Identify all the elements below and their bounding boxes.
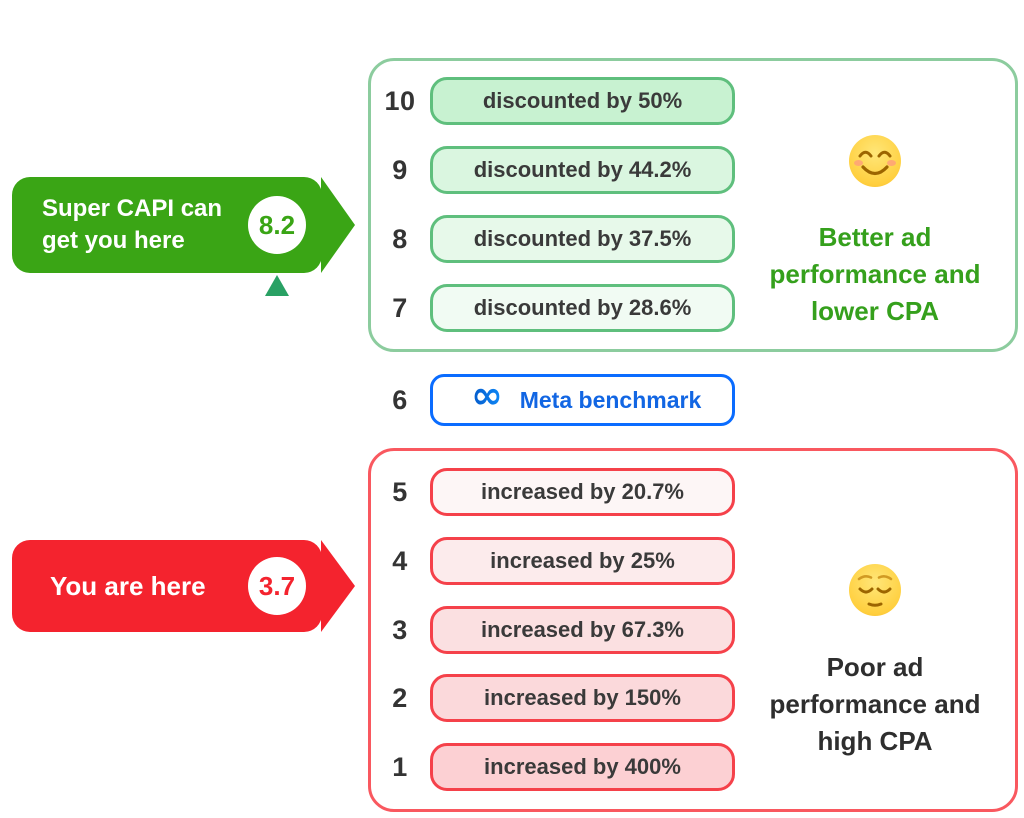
score-row: 1 increased by 400% — [378, 743, 735, 791]
score-row: 2 increased by 150% — [378, 674, 735, 722]
cpa-effect-pill: increased by 400% — [430, 743, 735, 791]
score-number: 5 — [392, 476, 408, 507]
score-number: 6 — [392, 384, 408, 415]
poor-scores-section-box — [368, 448, 1018, 812]
score-row: 9 discounted by 44.2% — [378, 146, 735, 194]
pensive-face-emoji-icon — [847, 562, 903, 623]
score-number: 9 — [392, 154, 408, 185]
meta-infinity-icon: ∞ — [464, 373, 510, 419]
score-row: 4 increased by 25% — [378, 537, 735, 585]
poor-performance-caption: Poor ad performance and high CPA — [754, 562, 996, 760]
you-are-here-callout: You are here 3.7 — [12, 540, 355, 632]
cpa-effect-pill: increased by 150% — [430, 674, 735, 722]
cpa-effect-pill: discounted by 37.5% — [430, 215, 735, 263]
score-number: 4 — [392, 545, 408, 576]
svg-text:∞: ∞ — [471, 381, 503, 413]
smiling-face-emoji-icon — [848, 134, 902, 193]
you-are-here-callout-text: You are here — [50, 571, 206, 601]
score-number: 7 — [392, 292, 408, 323]
callout-pointer — [321, 540, 355, 632]
callout-pointer — [321, 177, 355, 273]
score-row: 7 discounted by 28.6% — [378, 284, 735, 332]
improvement-arrow — [259, 274, 295, 549]
score-number: 2 — [392, 682, 408, 713]
cpa-effect-pill: increased by 20.7% — [430, 468, 735, 516]
good-performance-caption: Better ad performance and lower CPA — [754, 134, 996, 330]
you-are-here-score-badge: 3.7 — [248, 557, 306, 615]
benchmark-row: 6 ∞ Meta benchmark — [378, 373, 735, 426]
super-capi-callout: Super CAPI can get you here 8.2 — [12, 177, 355, 273]
good-scores-section-box — [368, 58, 1018, 352]
score-row: 5 increased by 20.7% — [378, 468, 735, 516]
super-capi-score-badge: 8.2 — [248, 196, 306, 254]
score-row: 8 discounted by 37.5% — [378, 215, 735, 263]
meta-benchmark-pill: ∞ Meta benchmark — [430, 373, 735, 426]
cpa-effect-pill: increased by 25% — [430, 537, 735, 585]
cpa-effect-pill: discounted by 28.6% — [430, 284, 735, 332]
score-number: 8 — [392, 223, 408, 254]
score-row: 10 discounted by 50% — [378, 77, 735, 125]
cpa-effect-pill: discounted by 50% — [430, 77, 735, 125]
benchmark-label: Meta benchmark — [519, 386, 702, 413]
score-number: 3 — [392, 614, 408, 645]
poor-performance-text: Poor ad performance and high CPA — [769, 652, 981, 756]
cpa-effect-pill: discounted by 44.2% — [430, 146, 735, 194]
score-number: 1 — [392, 751, 408, 782]
score-number: 10 — [384, 85, 416, 116]
score-row: 3 increased by 67.3% — [378, 606, 735, 654]
super-capi-callout-text: Super CAPI can get you here — [42, 195, 223, 254]
good-performance-text: Better ad performance and lower CPA — [769, 222, 981, 326]
cpa-effect-pill: increased by 67.3% — [430, 606, 735, 654]
